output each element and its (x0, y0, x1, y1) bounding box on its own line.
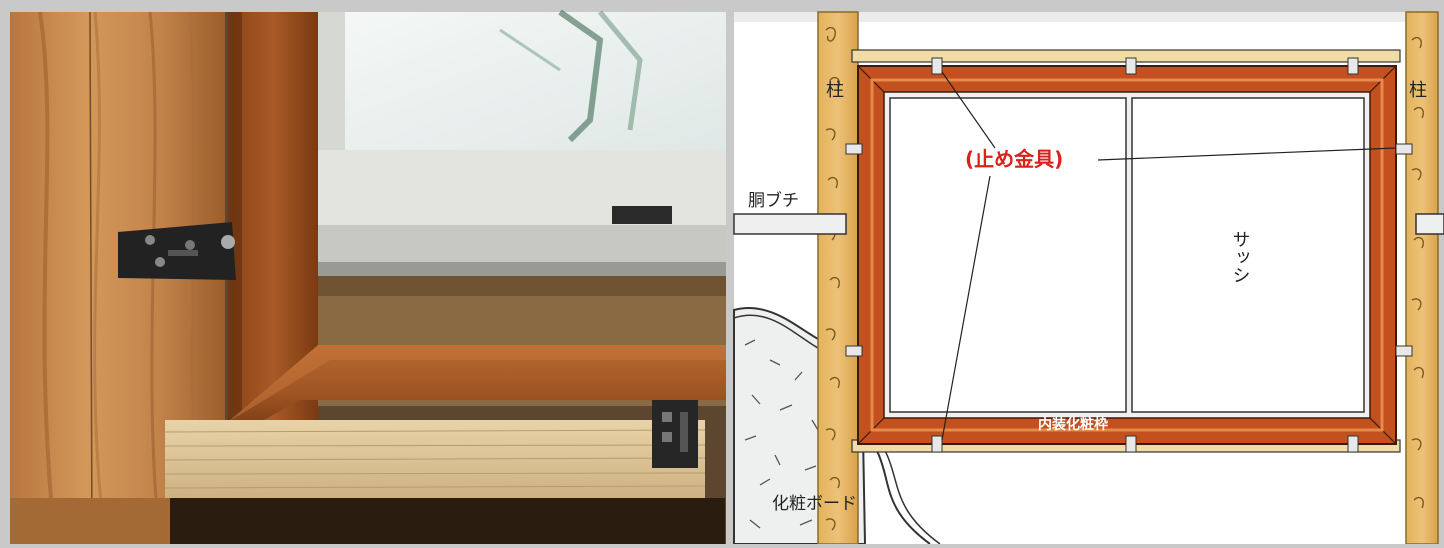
label-board: 化粧ボード (772, 494, 857, 514)
bracket-icon (1347, 435, 1359, 453)
trim-vertical (228, 12, 318, 422)
pillar-left (817, 11, 859, 545)
trim-horizontal (228, 345, 726, 440)
photo-panel (10, 9, 726, 545)
bracket-icon (931, 57, 943, 75)
bracket-icon (1125, 435, 1137, 453)
diagram-panel: 柱 柱 胴ブチ (止め金具) 化粧ボード 内装化粧枠 サッシ (733, 11, 1444, 545)
label-furring: 胴ブチ (748, 190, 799, 211)
furring-strip-right (1415, 213, 1444, 235)
label-sash: サッシ (1230, 230, 1251, 284)
bracket-icon (652, 400, 698, 468)
leader-lines (941, 71, 1397, 441)
label-pillar-left: 柱 (826, 80, 844, 101)
sash-pane-left (889, 97, 1127, 413)
sash-label-plate (612, 206, 672, 224)
label-clip: (止め金具) (965, 147, 1063, 171)
bracket-icon (1395, 143, 1413, 155)
furring-strip-left (733, 213, 847, 235)
bracket-icon (1347, 57, 1359, 75)
label-pillar-right: 柱 (1409, 80, 1427, 101)
bracket-icon (845, 143, 863, 155)
pillar-right (1405, 11, 1439, 545)
bracket-icon (1125, 57, 1137, 75)
bracket-icon (931, 435, 943, 453)
bracket-icon (1395, 345, 1413, 357)
board-hatching (744, 339, 847, 529)
label-trim: 内装化粧枠 (1038, 416, 1108, 433)
bracket-icon (118, 222, 236, 280)
clip-markers (845, 57, 1413, 453)
bracket-icon (845, 345, 863, 357)
